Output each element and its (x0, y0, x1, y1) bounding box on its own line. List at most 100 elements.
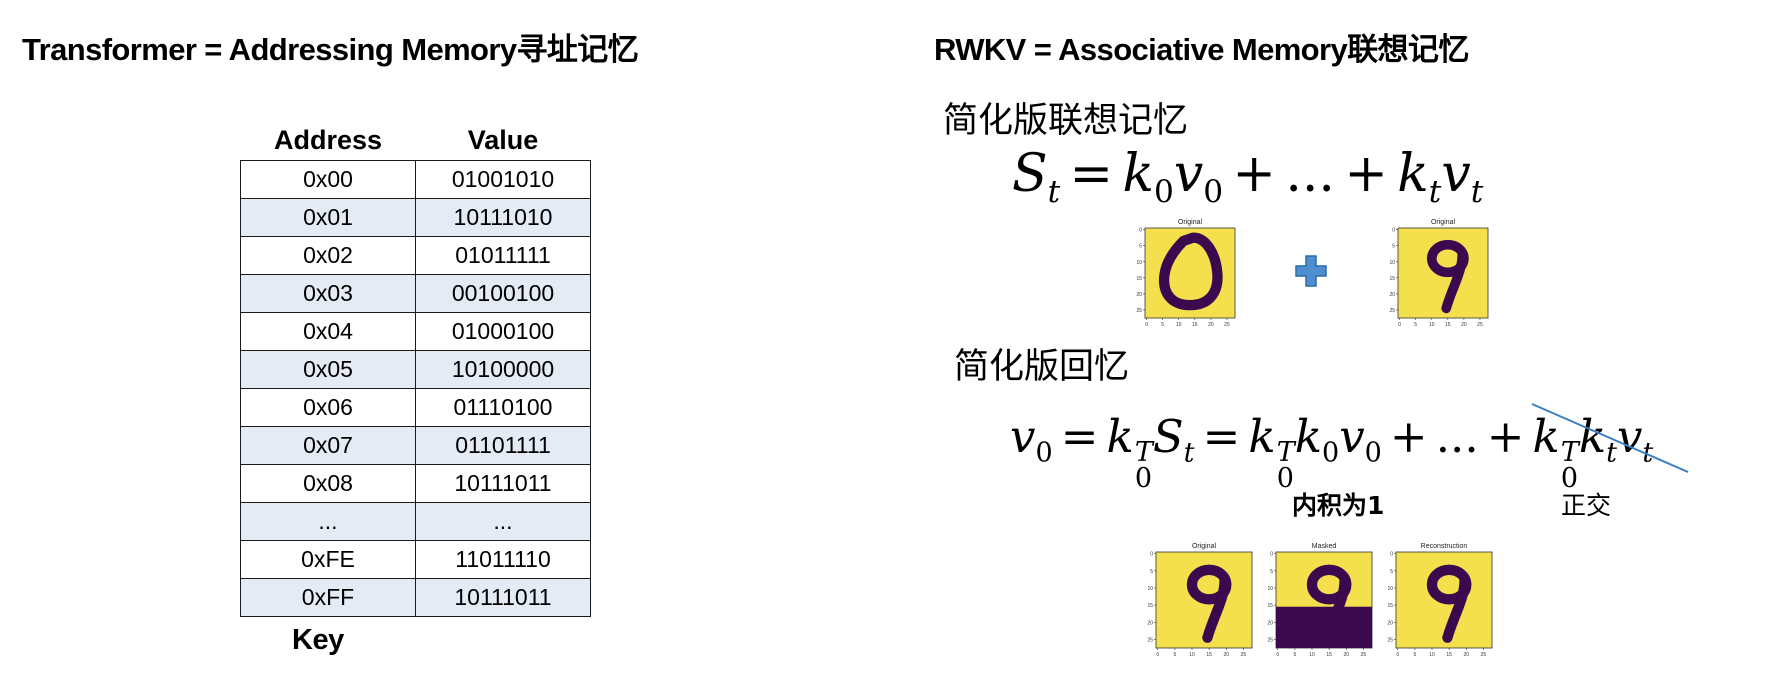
value-cell: 01001010 (415, 160, 591, 199)
value-header: Value (467, 125, 539, 155)
x-tick-label: 10 (1429, 652, 1435, 658)
y-tick-label: 0 (1390, 552, 1393, 558)
x-tick-label: 15 (1446, 652, 1452, 658)
y-tick-label: 25 (1267, 637, 1273, 643)
x-tick-label: 10 (1176, 322, 1182, 328)
y-tick-label: 25 (1147, 637, 1153, 643)
y-tick-label: 15 (1387, 603, 1393, 609)
value-cell: 01000100 (415, 312, 591, 351)
x-tick-label: 0 (1396, 652, 1399, 658)
plot-title: Original (1178, 219, 1203, 226)
x-tick-label: 25 (1224, 322, 1230, 328)
address-cell: 0xFE (240, 540, 416, 579)
y-tick-label: 15 (1389, 276, 1395, 282)
address-cell: 0x04 (240, 312, 416, 351)
address-cell: ... (240, 502, 416, 541)
x-tick-label: 10 (1309, 652, 1315, 658)
x-tick-label: 15 (1326, 652, 1332, 658)
address-cell: 0xFF (240, 578, 416, 617)
value-cell: 10111011 (415, 578, 591, 617)
address-cell: 0x00 (240, 160, 416, 199)
value-cell: 10111010 (415, 198, 591, 237)
inner-product-annotation: 内积为1 (1292, 491, 1385, 520)
y-tick-label: 20 (1147, 620, 1153, 626)
y-tick-label: 20 (1136, 292, 1142, 298)
y-tick-label: 0 (1392, 228, 1395, 234)
address-header: Address (273, 125, 383, 155)
address-cell: 0x03 (240, 274, 416, 313)
value-cell: 01011111 (415, 236, 591, 275)
x-tick-label: 20 (1461, 322, 1467, 328)
associative-memory-heading: 简化版联想记忆 (943, 101, 1189, 141)
y-tick-label: 15 (1136, 276, 1142, 282)
y-tick-label: 20 (1267, 620, 1273, 626)
x-tick-label: 10 (1429, 322, 1435, 328)
x-tick-label: 25 (1481, 652, 1487, 658)
y-tick-label: 5 (1392, 244, 1395, 250)
y-tick-label: 0 (1150, 552, 1153, 558)
y-tick-label: 5 (1390, 569, 1393, 575)
address-cell: 0x05 (240, 350, 416, 389)
y-tick-label: 5 (1270, 569, 1273, 575)
y-tick-label: 10 (1267, 586, 1273, 592)
value-cell: 10100000 (415, 350, 591, 389)
value-cell: 01110100 (415, 388, 591, 427)
value-cell: 01101111 (415, 426, 591, 465)
plot-title: Reconstruction (1421, 543, 1468, 550)
key-label: Key (292, 624, 344, 656)
y-tick-label: 10 (1136, 260, 1142, 266)
right-title: RWKV = Associative Memory联想记忆 (934, 32, 1469, 67)
y-tick-label: 20 (1389, 292, 1395, 298)
x-tick-label: 0 (1156, 652, 1159, 658)
y-tick-label: 15 (1147, 603, 1153, 609)
x-tick-label: 25 (1361, 652, 1367, 658)
x-tick-label: 5 (1293, 652, 1296, 658)
table-header-row: Address Value (241, 110, 591, 161)
x-tick-label: 5 (1413, 652, 1416, 658)
x-tick-label: 20 (1224, 652, 1230, 658)
digit-shape (1426, 239, 1469, 314)
y-tick-label: 25 (1387, 637, 1393, 643)
value-cell: 00100100 (415, 274, 591, 313)
y-tick-label: 15 (1267, 603, 1273, 609)
y-tick-label: 10 (1147, 586, 1153, 592)
y-tick-label: 10 (1387, 586, 1393, 592)
x-tick-label: 0 (1145, 322, 1148, 328)
address-cell: 0x06 (240, 388, 416, 427)
x-tick-label: 20 (1208, 322, 1214, 328)
recall-heading: 简化版回忆 (954, 347, 1130, 387)
digit-shape (1158, 232, 1223, 311)
orthogonal-annotation: 正交 (1561, 491, 1612, 520)
address-cell: 0x02 (240, 236, 416, 275)
digit-shape (1426, 564, 1472, 643)
x-tick-label: 15 (1445, 322, 1451, 328)
plus-icon (1294, 254, 1328, 288)
left-title: Transformer = Addressing Memory寻址记忆 (22, 32, 639, 67)
y-tick-label: 25 (1136, 308, 1142, 314)
y-tick-label: 10 (1389, 260, 1395, 266)
y-tick-label: 0 (1139, 228, 1142, 234)
x-tick-label: 0 (1398, 322, 1401, 328)
x-tick-label: 15 (1206, 652, 1212, 658)
digit-shape (1186, 564, 1232, 643)
address-cell: 0x07 (240, 426, 416, 465)
address-cell: 0x08 (240, 464, 416, 503)
y-tick-label: 25 (1389, 308, 1395, 314)
y-tick-label: 5 (1139, 244, 1142, 250)
y-tick-label: 20 (1387, 620, 1393, 626)
state-sum-formula: St=k0v0+...+ktvt (1012, 144, 1484, 210)
